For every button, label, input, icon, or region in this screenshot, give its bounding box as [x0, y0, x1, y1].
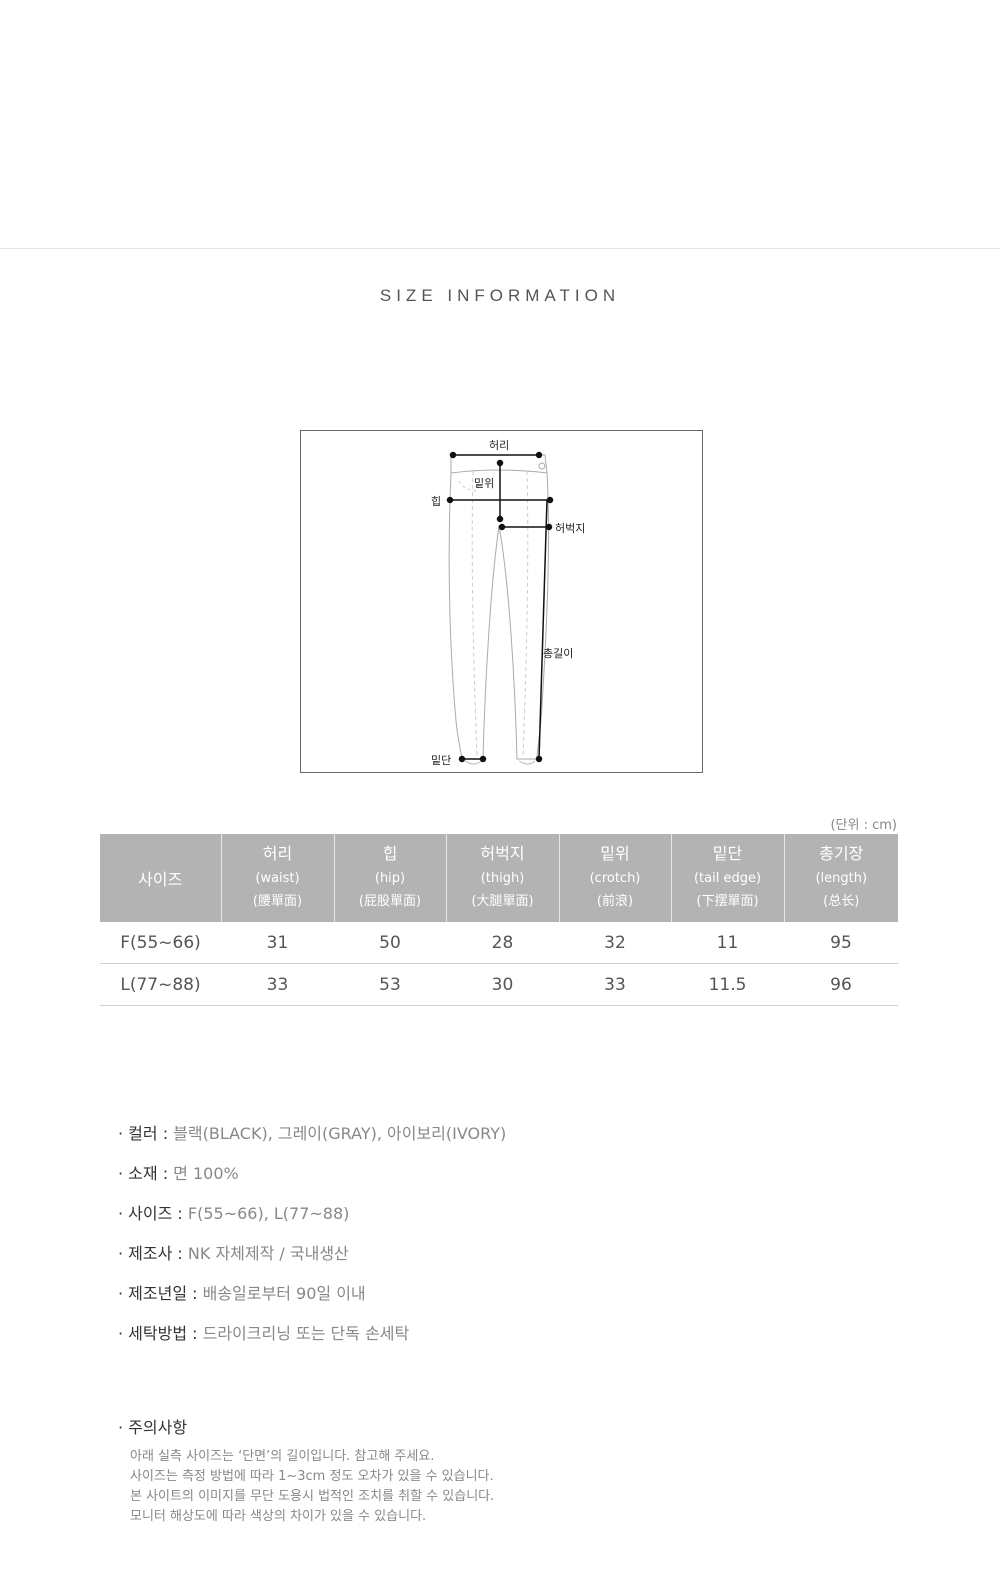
spec-label: · 사이즈 :	[118, 1204, 183, 1223]
cell-waist: 33	[221, 963, 334, 1006]
spec-material: · 소재 : 면 100%	[118, 1162, 506, 1202]
table-row: F(55~66) 31 50 28 32 11 95	[100, 922, 898, 964]
diagram-label-hip: 힙	[431, 495, 442, 508]
pants-outline-drawing	[446, 451, 554, 765]
diagram-label-hem: 밑단	[431, 754, 452, 767]
cell-crotch: 33	[559, 963, 671, 1006]
top-divider	[0, 248, 1000, 249]
spec-label: · 소재 :	[118, 1164, 169, 1183]
header-label-cn: (大腿單面)	[471, 894, 534, 909]
cell-crotch: 32	[559, 922, 671, 964]
header-label-en: (length)	[815, 871, 868, 886]
caution-line: 모니터 해상도에 따라 색상의 차이가 있을 수 있습니다.	[130, 1509, 427, 1524]
header-size: 사이즈	[100, 834, 222, 922]
spec-label: · 세탁방법 :	[118, 1324, 198, 1343]
header-label-ko: 총기장	[819, 844, 864, 863]
header-label-ko: 힙	[382, 844, 398, 863]
header-hem: 밑단 (tail edge) (下摆單面)	[671, 834, 785, 922]
spec-label: · 컬러 :	[118, 1124, 169, 1143]
header-label-ko: 밑단	[712, 844, 743, 863]
spec-size: · 사이즈 : F(55~66), L(77~88)	[118, 1202, 506, 1242]
spec-value: 면 100%	[168, 1164, 239, 1183]
spec-value: F(55~66), L(77~88)	[182, 1204, 350, 1223]
header-label-cn: (下摆單面)	[696, 894, 759, 909]
caution-line: 사이즈는 측정 방법에 따라 1~3cm 정도 오차가 있을 수 있습니다.	[130, 1469, 494, 1484]
header-hip: 힙 (hip) (屁股單面)	[334, 834, 447, 922]
caution-notes: 아래 실측 사이즈는 ‘단면’의 길이입니다. 참고해 주세요. 사이즈는 측정…	[130, 1447, 494, 1527]
header-label-cn: (前浪)	[596, 894, 634, 909]
spec-value: 배송일로부터 90일 이내	[197, 1284, 366, 1303]
cell-hip: 50	[334, 922, 446, 964]
header-label-ko: 밑위	[600, 844, 630, 863]
product-spec-list: · 컬러 : 블랙(BLACK), 그레이(GRAY), 아이보리(IVORY)…	[118, 1122, 506, 1362]
spec-value: NK 자체제작 / 국내생산	[182, 1244, 349, 1263]
diagram-label-thigh: 허벅지	[555, 522, 586, 535]
header-label-ko: 허벅지	[480, 844, 525, 863]
caution-line: 아래 실측 사이즈는 ‘단면’의 길이입니다. 참고해 주세요.	[130, 1449, 435, 1464]
spec-value: 블랙(BLACK), 그레이(GRAY), 아이보리(IVORY)	[168, 1124, 507, 1143]
cell-thigh: 30	[446, 963, 559, 1006]
row-size: L(77~88)	[100, 963, 221, 1006]
cell-length: 95	[784, 922, 898, 964]
diagram-label-length: 총길이	[543, 647, 574, 660]
header-waist: 허리 (waist) (腰單面)	[221, 834, 335, 922]
spec-label: · 제조년일 :	[118, 1284, 198, 1303]
header-label-en: (crotch)	[589, 871, 641, 886]
cell-hem: 11	[671, 922, 784, 964]
header-length: 총기장 (length) (总长)	[784, 834, 898, 922]
header-label-en: (tail edge)	[693, 871, 762, 886]
unit-note: (단위 : cm)	[830, 818, 897, 833]
spec-value: 드라이크리닝 또는 단독 손세탁	[197, 1324, 410, 1343]
caution-title: · 주의사항	[118, 1418, 188, 1437]
spec-manufacturer: · 제조사 : NK 자체제작 / 국내생산	[118, 1242, 506, 1282]
section-title: SIZE INFORMATION	[379, 286, 621, 305]
cell-waist: 31	[221, 922, 334, 964]
spec-color: · 컬러 : 블랙(BLACK), 그레이(GRAY), 아이보리(IVORY)	[118, 1122, 506, 1162]
diagram-label-rise: 밑위	[474, 477, 495, 490]
header-thigh: 허벅지 (thigh) (大腿單面)	[446, 834, 560, 922]
cell-thigh: 28	[446, 922, 559, 964]
table-row: L(77~88) 33 53 30 33 11.5 96	[100, 963, 898, 1006]
size-table: 사이즈 허리 (waist) (腰單面) 힙 (hip) (屁股單面) 허벅지 (thig…	[100, 834, 898, 1006]
header-label-ko: 허리	[262, 844, 293, 863]
spec-label: · 제조사 :	[118, 1244, 183, 1263]
cell-hem: 11.5	[671, 963, 784, 1006]
spec-manufacture-date: · 제조년일 : 배송일로부터 90일 이내	[118, 1282, 506, 1322]
header-label-en: (hip)	[374, 871, 406, 886]
cell-length: 96	[784, 963, 898, 1006]
header-label-cn: (屁股單面)	[358, 894, 422, 909]
header-crotch: 밑위 (crotch) (前浪)	[559, 834, 672, 922]
caution-line: 본 사이트의 이미지를 무단 도용시 법적인 조치를 취할 수 있습니다.	[130, 1489, 495, 1504]
size-table-header-row: 사이즈 허리 (waist) (腰單面) 힙 (hip) (屁股單面) 허벅지 (thig…	[100, 834, 898, 922]
diagram-label-waist: 허리	[489, 439, 510, 452]
pants-size-diagram: 허리 밑위 힙 허벅지 총길이 밑단	[300, 430, 703, 773]
header-label-en: (thigh)	[480, 871, 525, 886]
cell-hip: 53	[334, 963, 446, 1006]
header-label-cn: (腰單面)	[252, 894, 303, 909]
spec-washing: · 세탁방법 : 드라이크리닝 또는 단독 손세탁	[118, 1322, 506, 1362]
row-size: F(55~66)	[100, 922, 221, 964]
header-label-en: (waist)	[255, 871, 300, 886]
header-label-cn: (总长)	[823, 894, 860, 909]
